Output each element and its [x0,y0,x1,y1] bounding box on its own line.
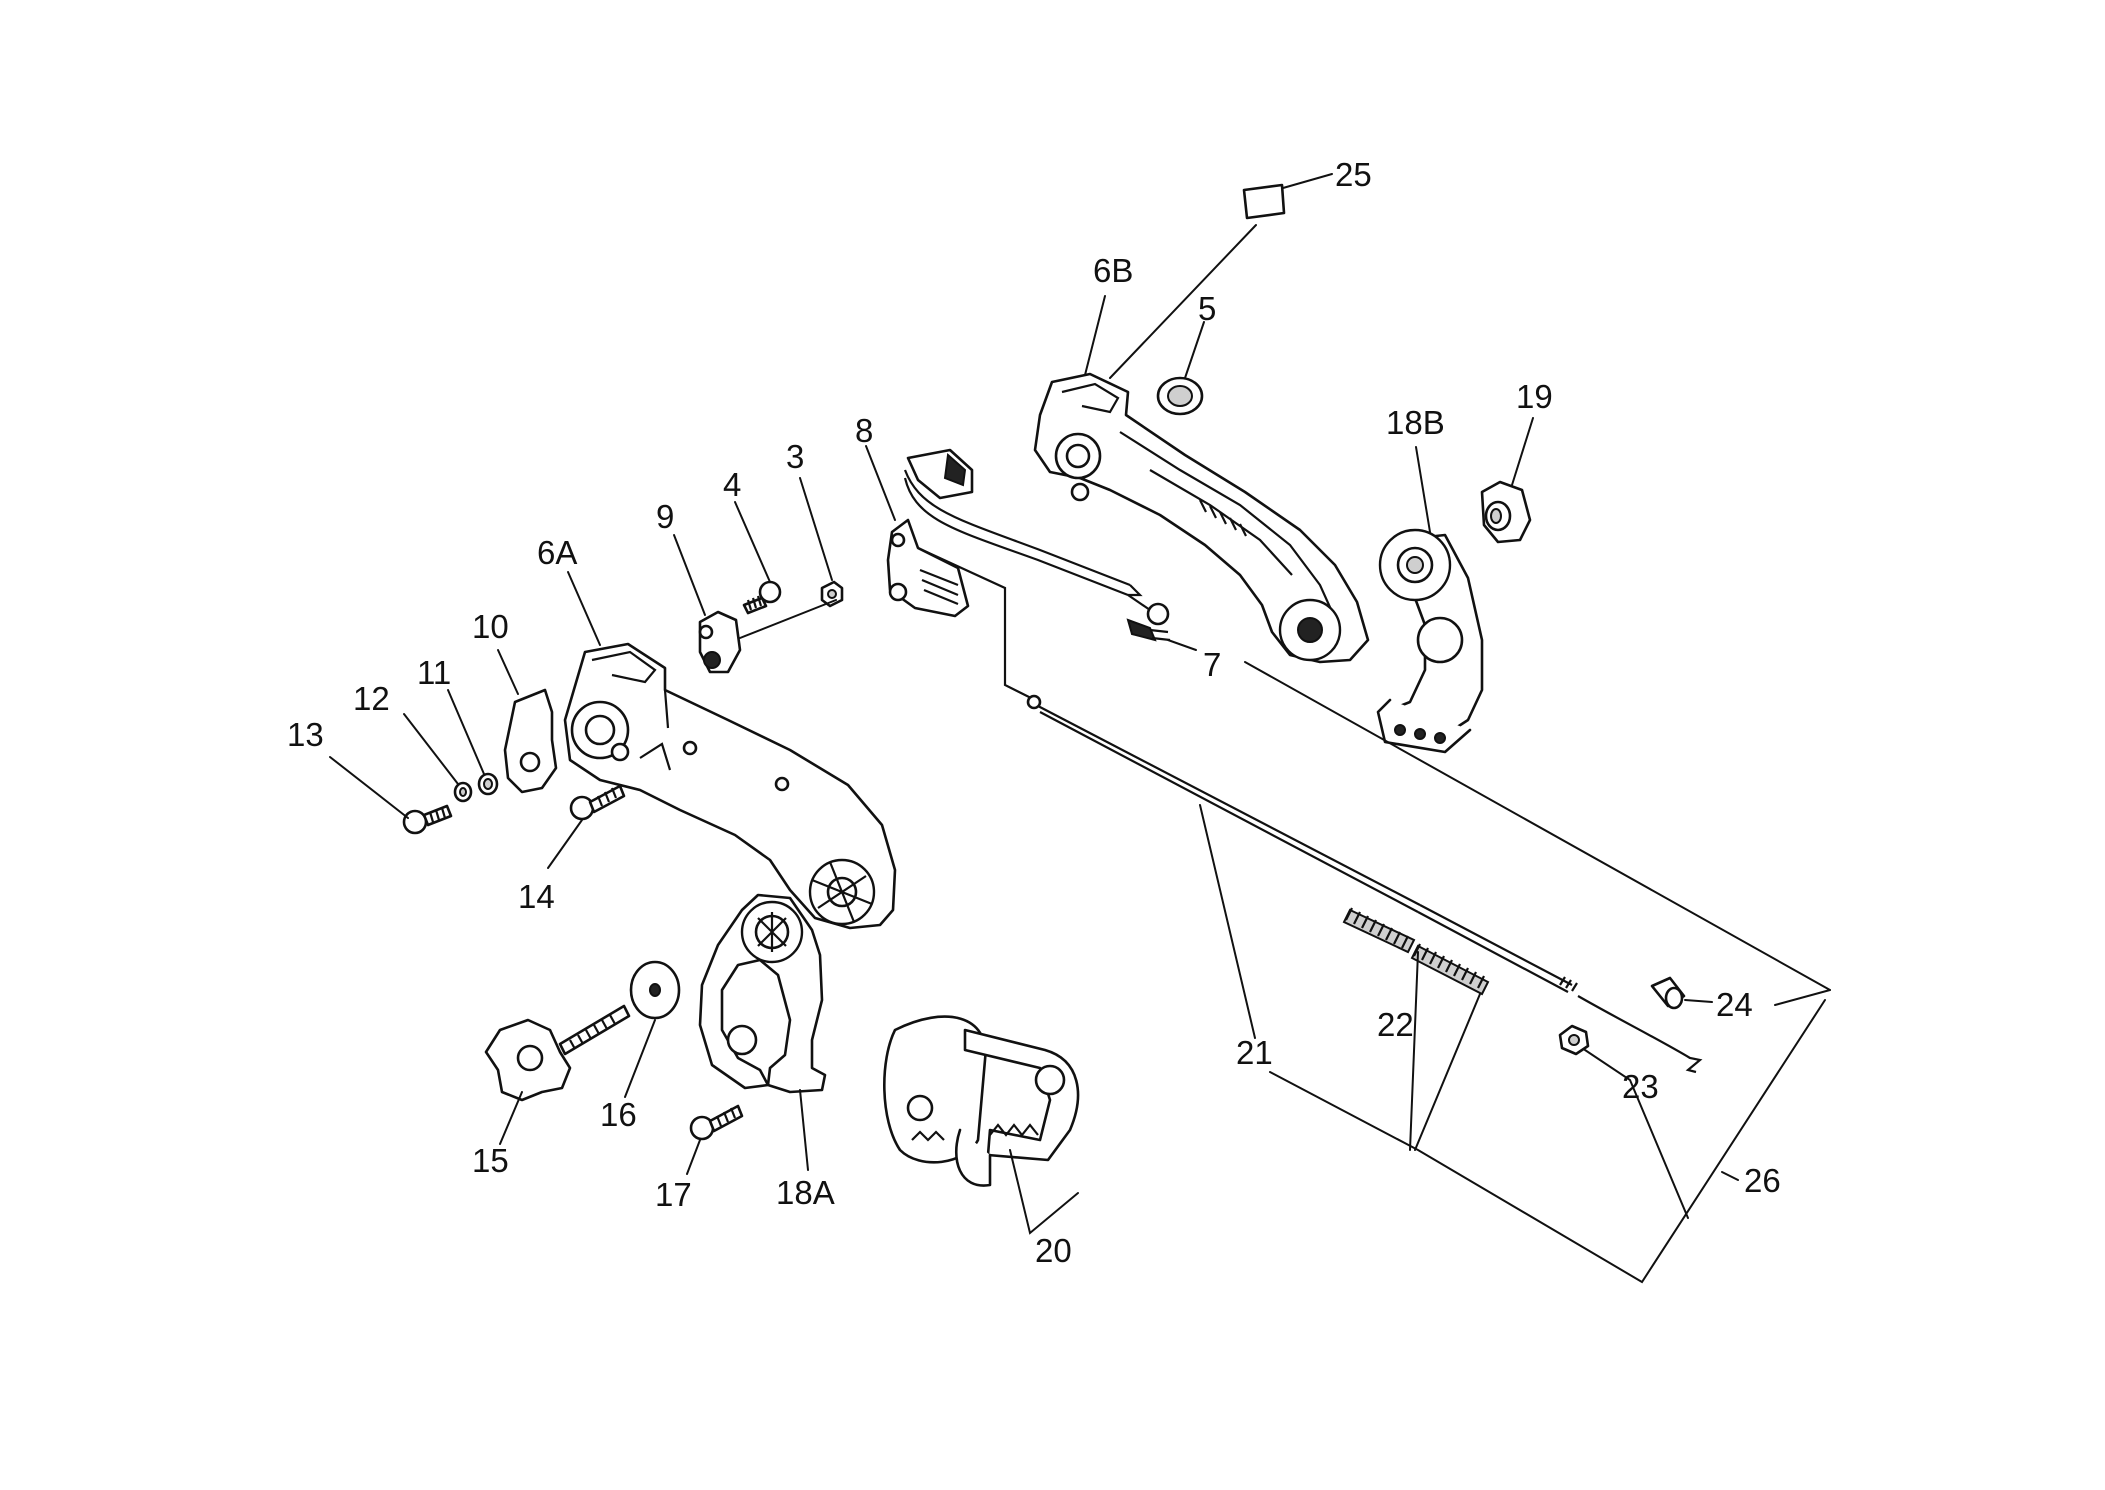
part-12-washer [453,781,473,803]
part-18b-clamp-half [1376,528,1484,754]
label-8: 8 [855,412,873,449]
part-6b-handle-half [1033,372,1370,664]
part-10-lever [503,688,558,794]
label-5: 5 [1198,290,1216,327]
part-23-nut [1558,1024,1590,1056]
label-17: 17 [655,1176,692,1213]
label-4: 4 [723,466,741,503]
label-21: 21 [1236,1034,1273,1071]
label-7: 7 [1203,646,1221,683]
part-24-sleeve [1650,976,1686,1010]
label-16: 16 [600,1096,637,1133]
label-26: 26 [1744,1162,1781,1199]
part-21-throttle-cable [1026,694,1703,1074]
label-23: 23 [1622,1068,1659,1105]
label-25: 25 [1335,156,1372,193]
part-8-throttle-trigger [886,518,1036,701]
part-7-switch-wire [903,448,1171,642]
label-10: 10 [472,608,509,645]
part-15-knob-bolt [484,1004,631,1102]
label-12: 12 [353,680,390,717]
part-22-springs [1342,907,1490,996]
part-19-collar-nut [1480,480,1532,544]
part-11-washer [477,772,499,796]
part-18b-gear [1378,528,1452,602]
part-6a-gear [808,858,876,926]
part-18a-clamp-half [698,893,827,1094]
part-4-screw [742,580,782,615]
part-16-washer [629,960,681,1020]
part-13-screw [402,804,453,835]
label-9: 9 [656,498,674,535]
part-25-label-plate [1242,183,1286,220]
label-6b: 6B [1093,252,1133,289]
label-6a: 6A [537,534,577,571]
part-5-grommet [1156,376,1204,416]
part-14-screw [569,784,626,821]
part-number-labels: 25 6B 5 18B 19 8 3 4 9 6A 7 10 11 12 13 … [287,156,1781,1269]
label-15: 15 [472,1142,509,1179]
label-14: 14 [518,878,555,915]
label-24: 24 [1716,986,1753,1023]
label-19: 19 [1516,378,1553,415]
part-17-screw [689,1104,744,1141]
label-3: 3 [786,438,804,475]
label-18b: 18B [1386,404,1445,441]
label-11: 11 [417,654,451,691]
label-20: 20 [1035,1232,1072,1269]
label-13: 13 [287,716,324,753]
part-6a-handle-half [563,642,897,930]
part-20-bushing-set [883,1015,1080,1187]
part-18a-gear [740,900,804,964]
part-9-lockout-lever [698,610,742,674]
part-6b-gear [1278,598,1342,662]
label-22: 22 [1377,1006,1414,1043]
leader-lines [329,173,1831,1284]
label-18a: 18A [776,1174,835,1211]
